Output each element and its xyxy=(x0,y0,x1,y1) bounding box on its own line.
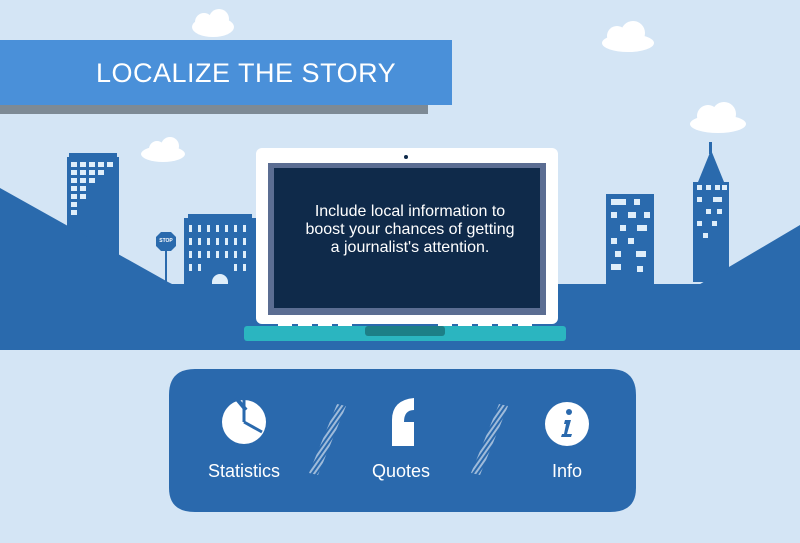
stop-sign xyxy=(156,232,176,282)
cloud xyxy=(141,137,185,162)
building xyxy=(606,194,654,290)
cloud xyxy=(690,102,746,133)
category-label-info: Info xyxy=(551,461,583,481)
quote-mark-icon xyxy=(392,398,414,446)
category-label-statistics: Statistics xyxy=(207,461,281,481)
category-label-quotes: Quotes xyxy=(371,461,431,481)
separator xyxy=(309,404,346,475)
building xyxy=(184,214,256,290)
separator xyxy=(471,404,508,475)
info-icon xyxy=(545,402,589,446)
building xyxy=(693,142,729,282)
page-title: LOCALIZE THE STORY xyxy=(96,58,397,88)
laptop-screen-text: Include local information to boost your … xyxy=(305,203,515,256)
laptop xyxy=(244,148,566,341)
title-banner xyxy=(0,40,452,105)
cloud xyxy=(602,21,654,52)
stop-sign-label: STOP xyxy=(159,238,173,244)
pie-chart-icon xyxy=(222,396,266,444)
cloud xyxy=(192,9,234,37)
